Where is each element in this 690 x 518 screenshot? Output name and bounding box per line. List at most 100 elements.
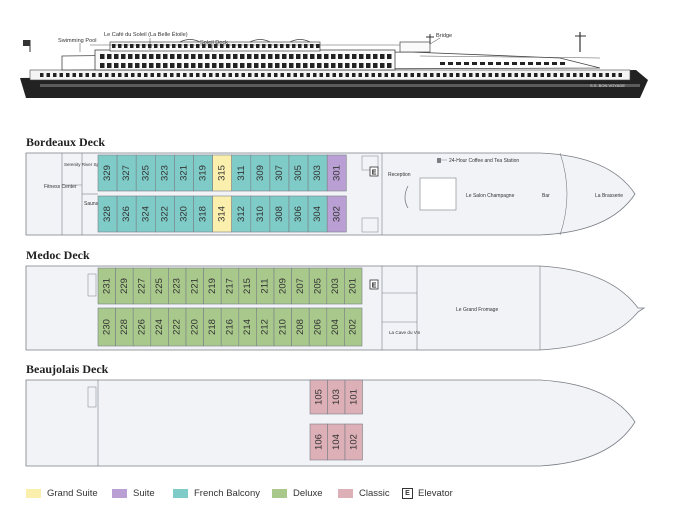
mid-window — [261, 63, 266, 68]
medoc-elevator-letter: E — [372, 283, 377, 290]
sun-deck-window — [292, 44, 296, 48]
hull-window — [118, 73, 122, 77]
hull-window — [274, 73, 278, 77]
cabin-201[interactable] — [344, 267, 363, 305]
cabin-number-325: 325 — [140, 165, 151, 181]
hull-window — [482, 73, 486, 77]
mid-window — [345, 63, 350, 68]
sun-deck-window — [244, 44, 248, 48]
upper-window — [240, 54, 245, 59]
hull-window — [488, 73, 492, 77]
cabin-number-306: 306 — [293, 206, 304, 222]
hull-window — [196, 73, 200, 77]
upper-window — [282, 54, 287, 59]
hull-window — [534, 73, 538, 77]
mid-window — [296, 63, 301, 68]
lounge-window — [488, 62, 493, 65]
mid-window — [219, 63, 224, 68]
hull-window — [254, 73, 258, 77]
cabin-301[interactable] — [326, 154, 347, 192]
hull-window — [449, 73, 453, 77]
lounge-window — [472, 62, 477, 65]
mid-window — [359, 63, 364, 68]
sun-deck-window — [130, 44, 134, 48]
upper-window — [212, 54, 217, 59]
sun-deck-window — [268, 44, 272, 48]
cabin-number-103: 103 — [331, 389, 342, 405]
cabin-number-219: 219 — [207, 278, 218, 294]
mid-window — [380, 63, 385, 68]
hull-window — [475, 73, 479, 77]
cabin-number-207: 207 — [295, 278, 306, 294]
sun-deck-window — [304, 44, 308, 48]
lounge-window — [448, 62, 453, 65]
beaujolais-stairs — [87, 386, 97, 408]
hull-window — [553, 73, 557, 77]
mid-window — [373, 63, 378, 68]
cabin-number-224: 224 — [154, 319, 165, 335]
upper-window — [303, 54, 308, 59]
hull-window — [144, 73, 148, 77]
cabin-number-215: 215 — [242, 278, 253, 294]
hull-window — [456, 73, 460, 77]
hull-window — [573, 73, 577, 77]
mid-window — [331, 63, 336, 68]
sun-deck-window — [238, 44, 242, 48]
cabin-number-225: 225 — [154, 278, 165, 294]
bordeaux-deck-title: Bordeaux Deck — [26, 135, 105, 149]
mid-window — [205, 63, 210, 68]
swatch-grand-suite — [26, 488, 41, 498]
cabin-302[interactable] — [326, 195, 347, 233]
hull-window — [547, 73, 551, 77]
hull-window — [462, 73, 466, 77]
swatch-french-balcony — [173, 488, 188, 498]
hull-window — [521, 73, 525, 77]
mid-window — [338, 63, 343, 68]
label-bridge: Bridge — [436, 33, 452, 39]
sun-deck-window — [136, 44, 140, 48]
cabin-number-327: 327 — [121, 165, 132, 181]
cabin-102[interactable] — [344, 423, 363, 461]
cabin-202[interactable] — [344, 307, 363, 347]
hull-window — [105, 73, 109, 77]
hull-window — [53, 73, 57, 77]
upper-window — [128, 54, 133, 59]
hull-window — [300, 73, 304, 77]
hull-window — [612, 73, 616, 77]
upper-window — [121, 54, 126, 59]
lounge-window — [440, 62, 445, 65]
cabin-number-221: 221 — [189, 278, 200, 294]
upper-window — [275, 54, 280, 59]
mid-window — [149, 63, 154, 68]
cabin-number-322: 322 — [159, 206, 170, 222]
upper-window — [380, 54, 385, 59]
sun-deck-window — [142, 44, 146, 48]
cabin-number-220: 220 — [189, 319, 200, 335]
upper-window — [184, 54, 189, 59]
hull-window — [261, 73, 265, 77]
mid-window — [114, 63, 119, 68]
mid-window — [282, 63, 287, 68]
upper-window — [142, 54, 147, 59]
lounge-window — [536, 62, 541, 65]
upper-window — [247, 54, 252, 59]
cabin-number-323: 323 — [159, 165, 170, 181]
sun-deck-window — [262, 44, 266, 48]
upper-window — [100, 54, 105, 59]
sun-deck-window — [214, 44, 218, 48]
label-sun-deck: Soleil Deck — [200, 40, 228, 46]
hull-window — [150, 73, 154, 77]
hull-window — [358, 73, 362, 77]
hull-window — [365, 73, 369, 77]
elevator-icon: E — [402, 487, 413, 499]
mid-window — [324, 63, 329, 68]
cabin-number-203: 203 — [330, 278, 341, 294]
hull-window — [209, 73, 213, 77]
cabin-101[interactable] — [344, 379, 363, 415]
label-cafe: Le Café du Soleil (La Belle Étoile) — [104, 31, 188, 38]
hull-window — [332, 73, 336, 77]
hull-window — [339, 73, 343, 77]
mid-window — [233, 63, 238, 68]
